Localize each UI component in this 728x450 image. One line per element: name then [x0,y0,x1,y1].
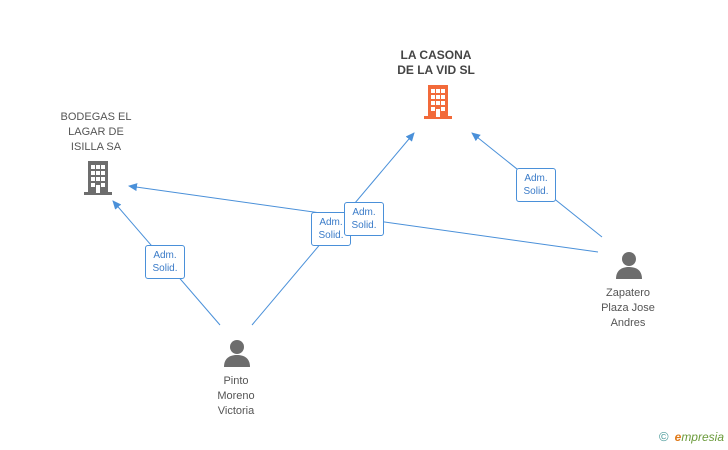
brand-initial: e [674,430,682,444]
person-name-zapatero: Zapatero Plaza Jose Andres [601,287,655,329]
building-icon[interactable] [422,84,454,120]
relation-badge-pinto-bodegas[interactable]: Adm. Solid. [145,245,185,279]
company-name-la-casona: LA CASONA DE LA VID SL [397,48,475,77]
person-icon[interactable] [614,250,644,280]
copyright-symbol: © [659,429,669,444]
empresia-watermark: © empresia [659,429,724,444]
brand-name: mpresia [681,430,724,444]
person-icon[interactable] [222,338,252,368]
building-icon[interactable] [82,160,114,196]
relation-badge-zapatero-bodegas[interactable]: Adm. Solid. [344,202,384,236]
person-name-pinto: Pinto Moreno Victoria [217,375,255,417]
company-name-bodegas: BODEGAS EL LAGAR DE ISILLA SA [60,111,132,153]
relation-badge-zapatero-la-casona[interactable]: Adm. Solid. [516,168,556,202]
